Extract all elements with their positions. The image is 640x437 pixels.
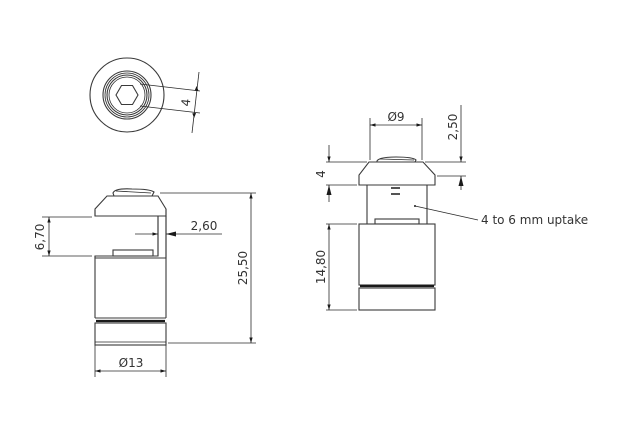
head-chamfer xyxy=(94,195,167,217)
hex-socket-icon xyxy=(115,84,139,106)
top-view: 4 xyxy=(89,57,201,134)
collar-circle xyxy=(102,70,152,120)
cap-offset-label: 2,50 xyxy=(446,114,460,141)
right-side-view: Ø9 2,50 4 14,80 4 to 6 mm uptake xyxy=(314,105,588,311)
slot-depth-label: 2,60 xyxy=(191,219,218,233)
diameter-label: Ø13 xyxy=(119,356,144,370)
body-height-label: 14,80 xyxy=(314,250,328,284)
leader-line xyxy=(414,205,479,221)
left-side-view: 6,70 2,60 25,50 Ø13 xyxy=(33,188,256,377)
cap-height-label: 4 xyxy=(314,170,328,178)
slot-height-label: 6,70 xyxy=(33,224,47,251)
hex-dim-label: 4 xyxy=(179,98,194,107)
overall-height-label: 25,50 xyxy=(236,251,250,285)
cap-chamfer xyxy=(358,161,436,186)
hex-dim-line xyxy=(191,71,200,134)
outer-circle xyxy=(89,57,165,133)
uptake-annotation: 4 to 6 mm uptake xyxy=(481,213,588,227)
cap-diameter-label: Ø9 xyxy=(387,110,404,124)
body xyxy=(358,223,436,286)
